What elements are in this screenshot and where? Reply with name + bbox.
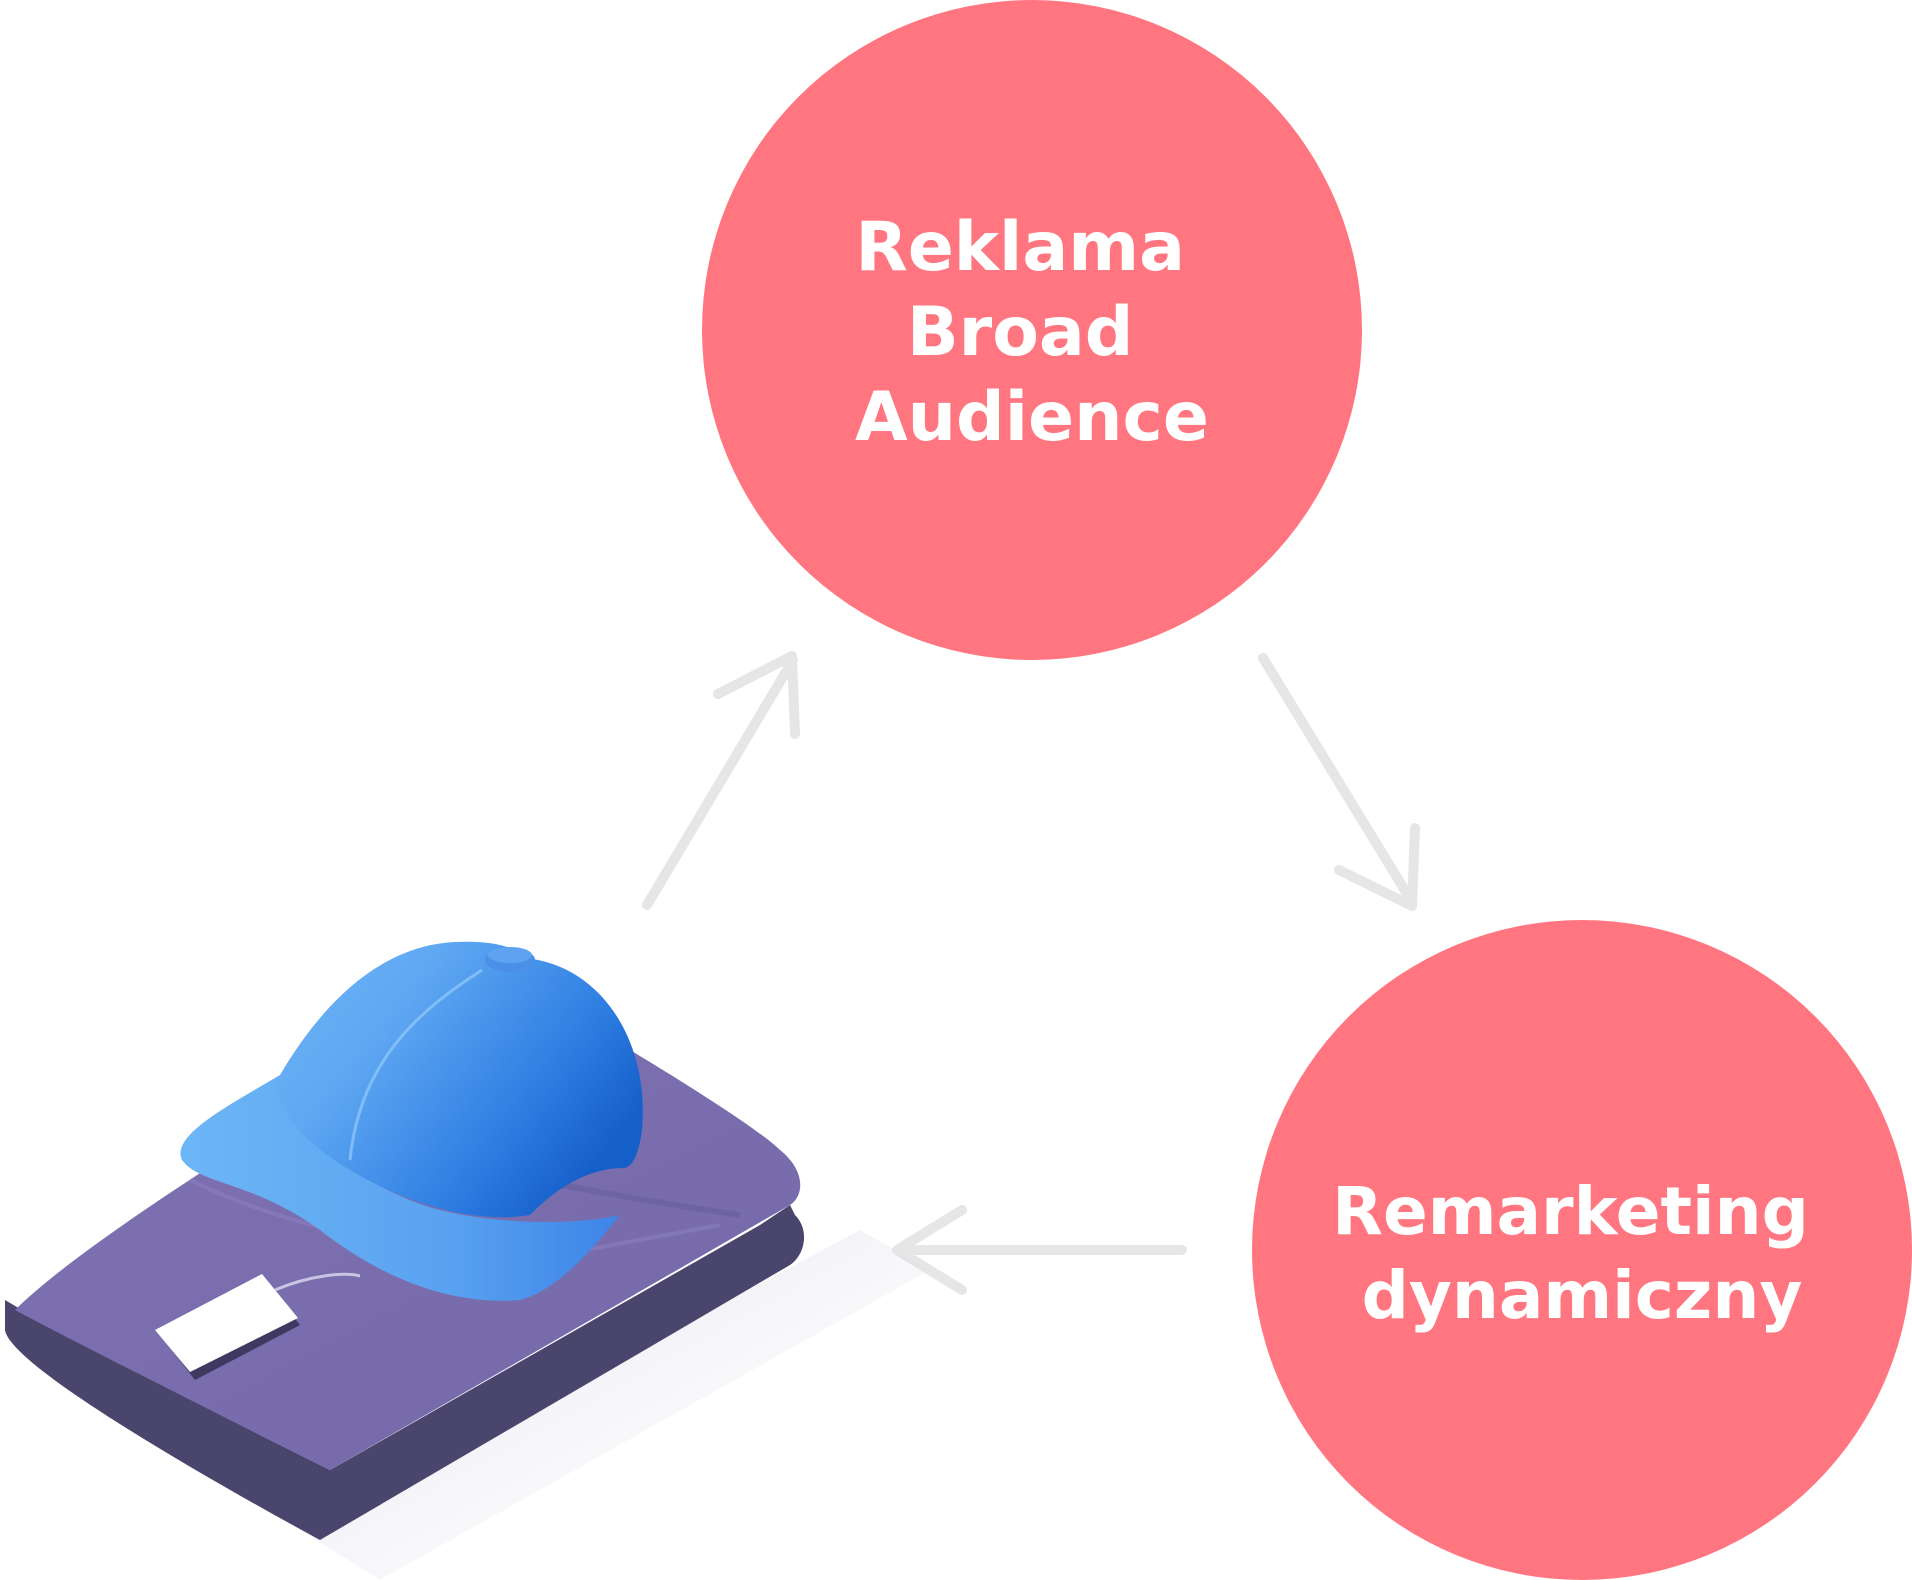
node-top-line-2: Broad [907,293,1134,372]
trousers-tag [155,1274,298,1372]
node-circle-right [1252,920,1912,1580]
cap-seam [348,968,483,1161]
node-remarketing-dynamiczny: Remarketing dynamiczny [1252,920,1912,1580]
node-circle-top [702,0,1362,660]
node-right-line-2: dynamiczny [1362,1257,1803,1334]
trousers-side [5,1205,805,1540]
arrow-right-to-product [892,1205,1187,1295]
svg-text:Reklama Broad Audi: Reklama Broad Audience [855,208,1209,457]
node-reklama-broad-audience: Reklama Broad Audience [702,0,1362,660]
arrow-top-to-right [1258,653,1420,911]
cap-and-trousers-illustration [5,941,930,1580]
svg-text:Remarketing dynamiczny: Remarketing dynamiczny [1332,1173,1832,1334]
trousers-tag-string [274,1272,361,1292]
arrow-product-to-top [642,651,800,910]
node-top-line-3: Audience [855,378,1209,457]
cap-brim [180,1075,621,1301]
cap-button-highlight [488,947,532,963]
cap-crown [278,941,643,1218]
node-top-line-1: Reklama [855,208,1185,287]
illustration-shadow [300,1230,930,1580]
node-right-line-1: Remarketing [1332,1173,1809,1250]
